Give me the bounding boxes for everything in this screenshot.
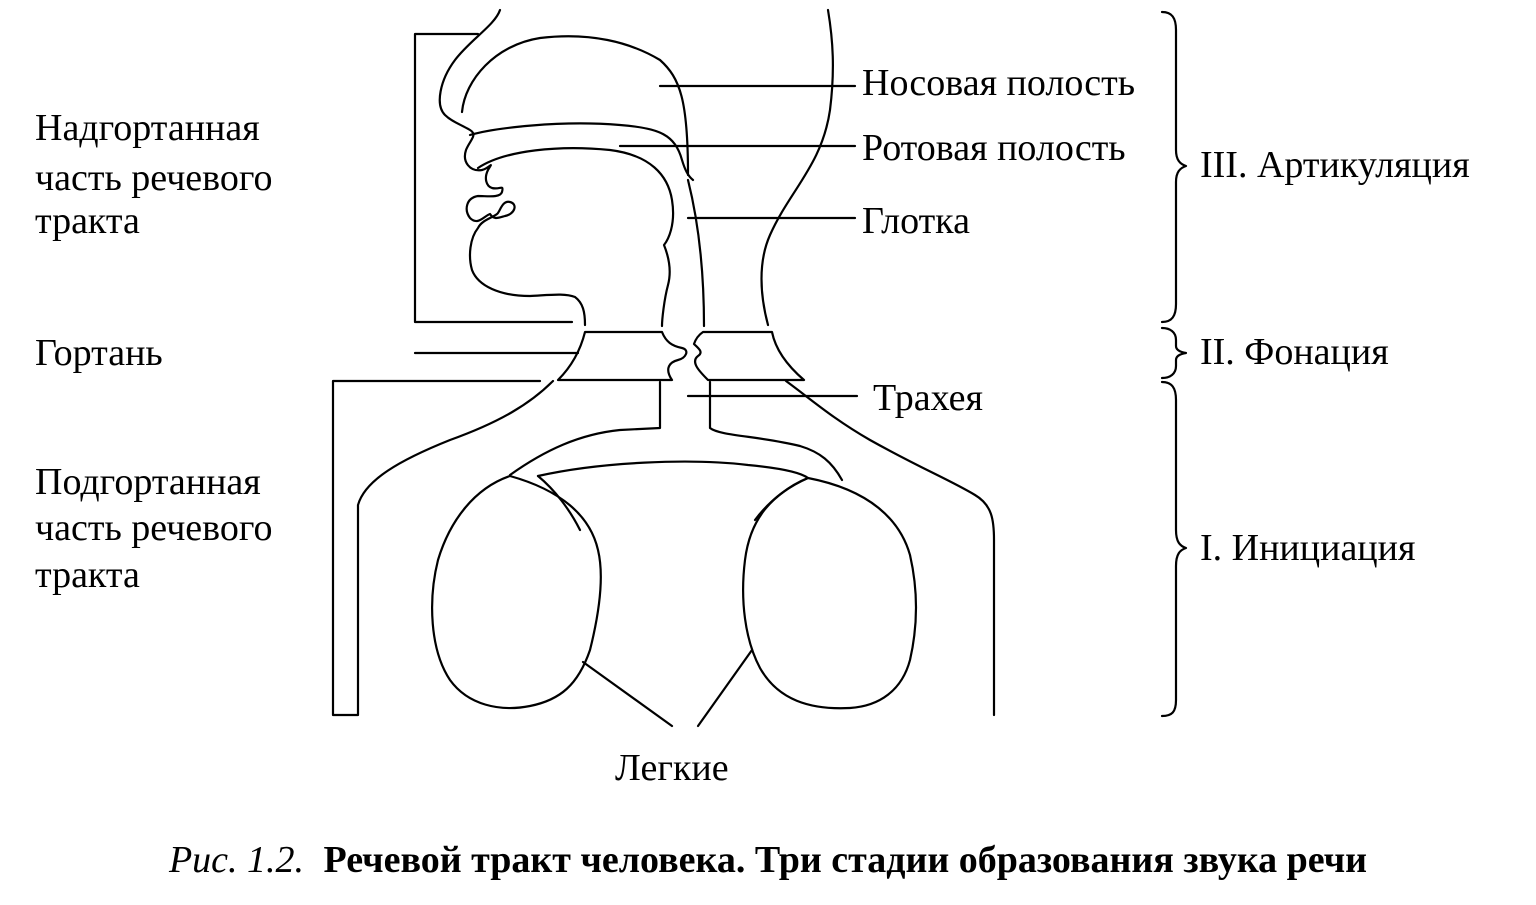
larynx-outline [556, 330, 688, 382]
diaphragm-contour [536, 460, 810, 522]
right-lung [742, 476, 918, 710]
nasal-cavity-contour [460, 35, 690, 177]
pharynx-label: Глотка [862, 200, 970, 242]
lungs-label: Легкие [615, 747, 729, 789]
lungs-pointer-right [696, 648, 754, 728]
diaphragm-left [536, 474, 582, 532]
subglottal-label: Подгортанная часть речевого тракта [35, 461, 282, 596]
pharynx-back-wall [686, 178, 706, 328]
subglottal-label-line-2: часть речевого [35, 507, 273, 549]
initiation-brace [1160, 380, 1188, 718]
torso-right-outline [784, 379, 996, 717]
subglottal-label-line-1: Подгортанная [35, 461, 261, 503]
stage-initiation-label: I. Инициация [1200, 527, 1415, 569]
palate-contour [468, 122, 695, 182]
larynx-outline-right [692, 330, 806, 382]
subglottal-label-line-3: тракта [35, 554, 140, 596]
figure-caption-number: Рис. 1.2. [168, 839, 304, 881]
nasal-cavity-label: Носовая полость [862, 62, 1135, 104]
supraglottal-label-line-2: часть речевого [35, 157, 273, 199]
head-back-outline [760, 8, 834, 327]
articulation-brace [1160, 10, 1188, 324]
figure-caption: Рис. 1.2. Речевой тракт человека. Три ст… [168, 839, 1367, 881]
figure-caption-title: Речевой тракт человека. Три стадии образ… [324, 839, 1368, 881]
subglottal-frame-line [331, 379, 555, 717]
left-lung [431, 474, 602, 710]
supraglottal-label-line-3: тракта [35, 200, 140, 242]
phonation-brace [1160, 326, 1188, 380]
supraglottal-label: Надгортанная часть речевого тракта [35, 107, 282, 242]
trachea-label: Трахея [873, 377, 983, 419]
head-profile-outline [438, 8, 587, 327]
trachea-left-wall [508, 380, 662, 477]
supraglottal-frame-line [413, 32, 574, 324]
larynx-label: Гортань [35, 332, 163, 374]
supraglottal-label-line-1: Надгортанная [35, 107, 260, 149]
stage-articulation-label: III. Артикуляция [1200, 144, 1470, 186]
oral-cavity-label: Ротовая полость [862, 127, 1126, 169]
lungs-pointer-left [581, 660, 674, 728]
trachea-right-wall [708, 380, 844, 482]
stage-phonation-label: II. Фонация [1200, 331, 1389, 373]
tongue-contour [476, 147, 675, 328]
